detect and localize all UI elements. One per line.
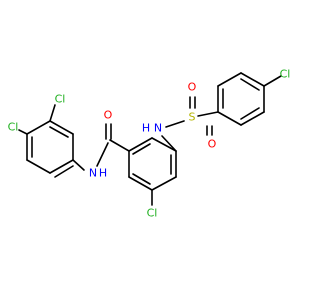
atom-label-s: S [189,111,196,124]
atom-label-o: O [208,138,217,151]
bond [72,159,85,171]
bond [128,137,153,152]
bond [132,143,151,155]
atom-label-h: H [99,167,107,180]
atom-label-cl: Cl [280,68,291,81]
bond [161,135,177,152]
atom-label-n: N [154,122,162,135]
bond [217,111,242,126]
atom-label-h: H [142,122,150,135]
bond [49,120,74,135]
atom-label-o: O [188,81,197,94]
bond [18,129,28,135]
structure-diagram: Cl S O O N H O Cl Cl N H Cl [8,68,291,220]
bond [151,176,177,191]
bond [240,111,265,126]
atom-labels: Cl S O O N H O Cl Cl N H Cl [8,68,291,220]
atom-label-cl: Cl [8,121,19,134]
bond [240,78,260,91]
bond [54,165,74,178]
bond [49,104,56,122]
bond [109,139,130,152]
bonds [18,72,282,206]
bond [128,176,153,191]
bond [240,72,265,87]
bond [217,72,242,87]
bond [49,159,74,174]
atom-label-cl: Cl [55,93,66,106]
bond [151,137,177,152]
atom-label-n: N [89,167,97,180]
bond [197,111,219,117]
bond [165,120,185,128]
bond [26,159,51,174]
bond [49,126,69,138]
bond [26,120,51,135]
bond [263,75,282,87]
bond [96,142,109,167]
atom-label-cl: Cl [147,207,158,220]
bond [132,173,151,185]
atom-label-o: O [104,109,113,122]
bond [240,107,260,120]
